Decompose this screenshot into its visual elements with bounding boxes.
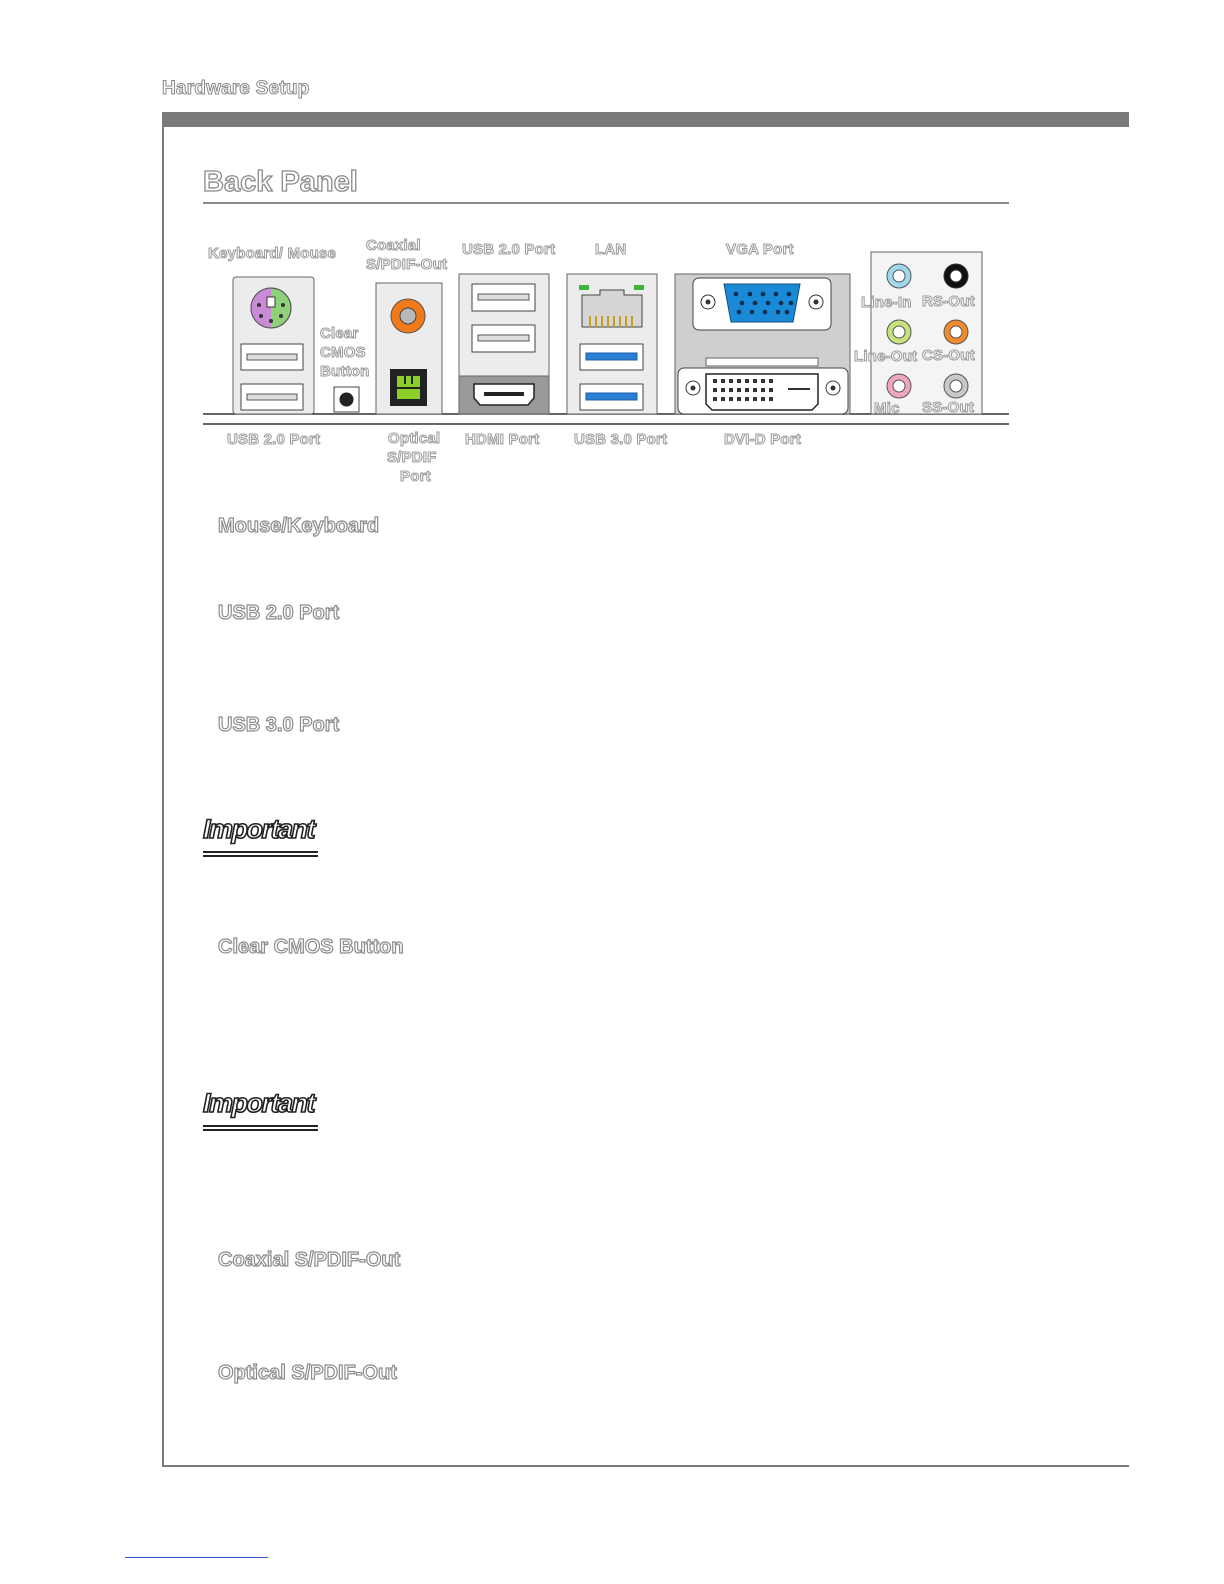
dvi-port-icon — [677, 367, 849, 415]
ps2-usb-block — [232, 276, 315, 415]
section-heading-optical-spdif: Optical S/PDIF-Out — [217, 1361, 397, 1384]
audio-block — [870, 251, 983, 415]
usb2-port-icon — [240, 343, 304, 371]
back-panel-diagram — [203, 251, 1009, 425]
label-vga: VGA Port — [726, 241, 795, 259]
optical-spdif-icon — [390, 369, 427, 406]
audio-label-line-out: Line-Out — [853, 348, 918, 366]
label-hdmi: HDMI Port — [464, 431, 540, 449]
page-title: Back Panel — [202, 165, 358, 198]
lan-port-icon — [579, 285, 644, 328]
usb2-port-icon — [240, 383, 304, 411]
label-coaxial-1: Coaxial — [366, 237, 422, 255]
audio-jack-icon — [943, 319, 969, 345]
audio-jack-icon — [886, 373, 912, 399]
audio-jack-icon — [886, 319, 912, 345]
coaxial-spdif-icon — [390, 298, 426, 334]
label-optical-2: S/PDIF — [387, 449, 437, 467]
header-bar — [162, 112, 1129, 127]
usb3-port-icon — [579, 343, 644, 371]
ps2-port-icon — [250, 287, 292, 329]
label-keyboard-mouse: Keyboard/ Mouse — [207, 245, 337, 263]
label-optical-3: Port — [400, 468, 432, 486]
vga-port-icon — [692, 277, 832, 331]
label-usb2-top: USB 2.0 Port — [461, 241, 556, 259]
section-heading-usb2: USB 2.0 Port — [217, 601, 340, 624]
bottom-border — [162, 1465, 1129, 1467]
usb2-port-icon — [471, 283, 536, 312]
audio-jack-icon — [943, 373, 969, 399]
audio-label-ss-out: SS-Out — [921, 399, 975, 417]
section-heading-coaxial-spdif: Coaxial S/PDIF-Out — [217, 1248, 401, 1271]
audio-label-line-in: Line-In — [861, 294, 912, 312]
lan-usb3-block — [566, 273, 658, 415]
spdif-block — [375, 282, 443, 415]
section-heading-usb3: USB 3.0 Port — [217, 713, 340, 736]
bottom-link-underline — [125, 1557, 268, 1558]
audio-jack-icon — [943, 263, 969, 289]
important-note-title: Important — [202, 813, 318, 853]
label-lan: LAN — [594, 241, 627, 259]
important-note-title: Important — [202, 1087, 318, 1127]
label-optical-1: Optical — [387, 430, 441, 448]
label-dvi: DVI-D Port — [724, 431, 802, 449]
label-clear-cmos-2: CMOS — [320, 344, 367, 362]
label-usb2-bottom: USB 2.0 Port — [226, 431, 321, 449]
title-rule — [203, 202, 1009, 204]
audio-label-mic: Mic — [874, 400, 900, 418]
label-clear-cmos-3: Button — [320, 363, 370, 381]
audio-label-cs-out: CS-Out — [922, 347, 976, 365]
section-heading-mouse-keyboard: Mouse/Keyboard — [217, 514, 380, 537]
section-heading-clear-cmos: Clear CMOS Button — [217, 935, 404, 958]
vga-dvi-block — [674, 273, 851, 415]
clear-cmos-button-icon — [333, 386, 360, 413]
usb-hdmi-block — [458, 273, 550, 415]
usb2-port-icon — [471, 324, 536, 353]
audio-jack-icon — [886, 263, 912, 289]
audio-label-rs-out: RS-Out — [922, 293, 976, 311]
hdmi-port-icon — [473, 383, 535, 406]
left-border — [162, 112, 164, 1467]
label-usb3: USB 3.0 Port — [573, 431, 668, 449]
label-clear-cmos-1: Clear — [320, 325, 359, 343]
section-header: Hardware Setup — [161, 78, 310, 100]
label-coaxial-2: S/PDIF-Out — [365, 256, 448, 274]
usb3-port-icon — [579, 383, 644, 411]
